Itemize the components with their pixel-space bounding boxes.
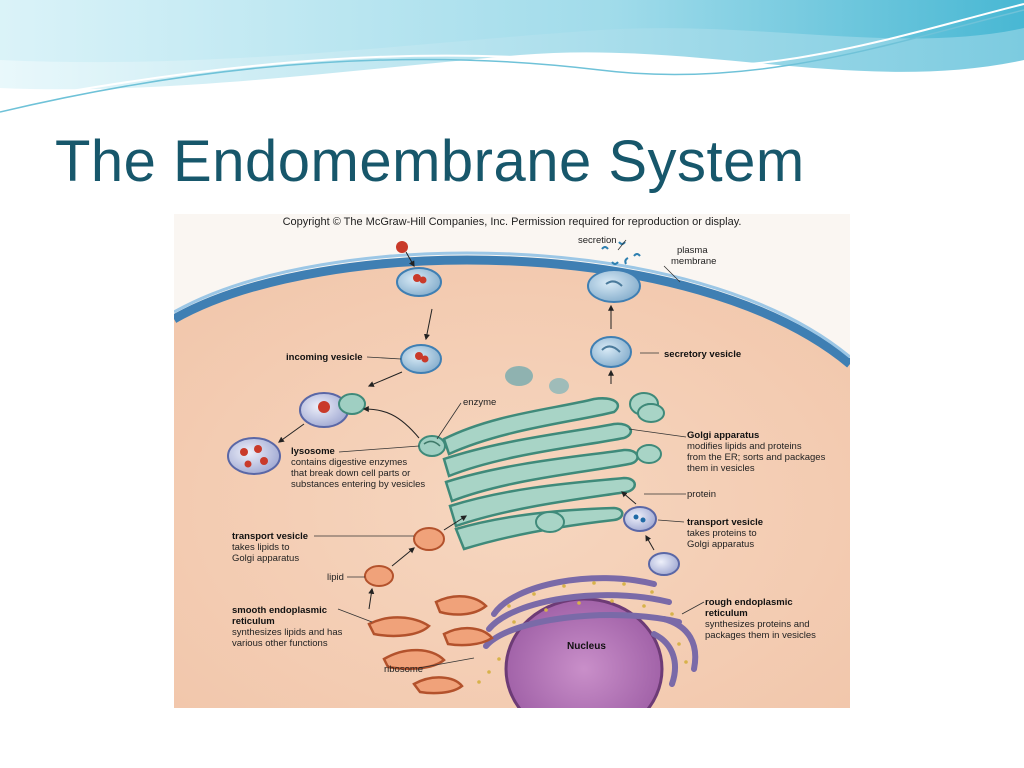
incoming-particle (396, 241, 408, 253)
header-wave-dark (0, 0, 1024, 63)
slide-title: The Endomembrane System (55, 129, 805, 194)
transport-vesicle-left-title: transport vesicle (232, 531, 308, 542)
transport-vesicle-left-desc-2: Golgi apparatus (232, 553, 299, 564)
cell-diagram: secretion plasma membrane secretory vesi… (174, 235, 850, 708)
transport-vesicle-right-title: transport vesicle (687, 517, 763, 528)
endocytosis-pocket (396, 267, 442, 297)
smooth-er-desc-2: various other functions (232, 638, 328, 649)
plasma-membrane-shape (174, 255, 850, 368)
rough-er-desc-2: packages them in vesicles (705, 630, 816, 641)
golgi-desc-2: from the ER; sorts and packages (687, 452, 826, 463)
nucleus-label: Nucleus (567, 641, 606, 652)
protein-transport-vesicle-shape (623, 506, 657, 532)
golgi-desc-1: modifies lipids and proteins (687, 441, 802, 452)
protein-label: protein (687, 489, 716, 500)
incoming-vesicle-label: incoming vesicle (286, 352, 363, 363)
ribosomes (477, 581, 688, 684)
smooth-er-title-1: smooth endoplasmic (232, 605, 327, 616)
copyright-notice: Copyright © The McGraw-Hill Companies, I… (282, 216, 742, 228)
transport-vesicle-left-desc-1: takes lipids to (232, 542, 290, 553)
lysosome-title: lysosome (291, 446, 335, 457)
smooth-er-shape (367, 594, 494, 695)
transport-vesicle-right-desc-1: takes proteins to (687, 528, 757, 539)
ribosome-label: ribosome (384, 664, 423, 675)
secretory-vesicle-label: secretory vesicle (664, 349, 741, 360)
smooth-er-desc-1: synthesizes lipids and has (232, 627, 343, 638)
rough-er-desc-1: synthesizes proteins and (705, 619, 810, 630)
enzyme-vesicle (418, 435, 446, 457)
lysosome-desc-2: that break down cell parts or (291, 468, 410, 479)
smooth-er-title-2: reticulum (232, 616, 275, 627)
enzyme-label: enzyme (463, 397, 496, 408)
header-wave-line (0, 9, 1024, 113)
lysosome-shape (227, 437, 281, 475)
secretory-vesicle-shape (590, 336, 632, 368)
exocytosis-pocket (587, 269, 641, 303)
plasma-membrane-label-line1: plasma (677, 245, 708, 256)
transport-vesicle-right-desc-2: Golgi apparatus (687, 539, 754, 550)
rough-er-title-2: reticulum (705, 608, 748, 619)
golgi-title: Golgi apparatus (687, 430, 759, 441)
secretion-label: secretion (578, 235, 617, 246)
rough-er-shape (483, 575, 699, 687)
lipid-label: lipid (327, 572, 344, 583)
secretion-particles (601, 241, 641, 265)
lysosome-desc-1: contains digestive enzymes (291, 457, 407, 468)
rough-er-title-1: rough endoplasmic (705, 597, 793, 608)
plasma-membrane-label-line2: membrane (671, 256, 716, 267)
lysosome-desc-3: substances entering by vesicles (291, 479, 425, 490)
lipid-transport-vesicle-shape (413, 527, 445, 551)
golgi-desc-3: them in vesicles (687, 463, 755, 474)
endomembrane-figure: secretion plasma membrane secretory vesi… (174, 214, 850, 708)
